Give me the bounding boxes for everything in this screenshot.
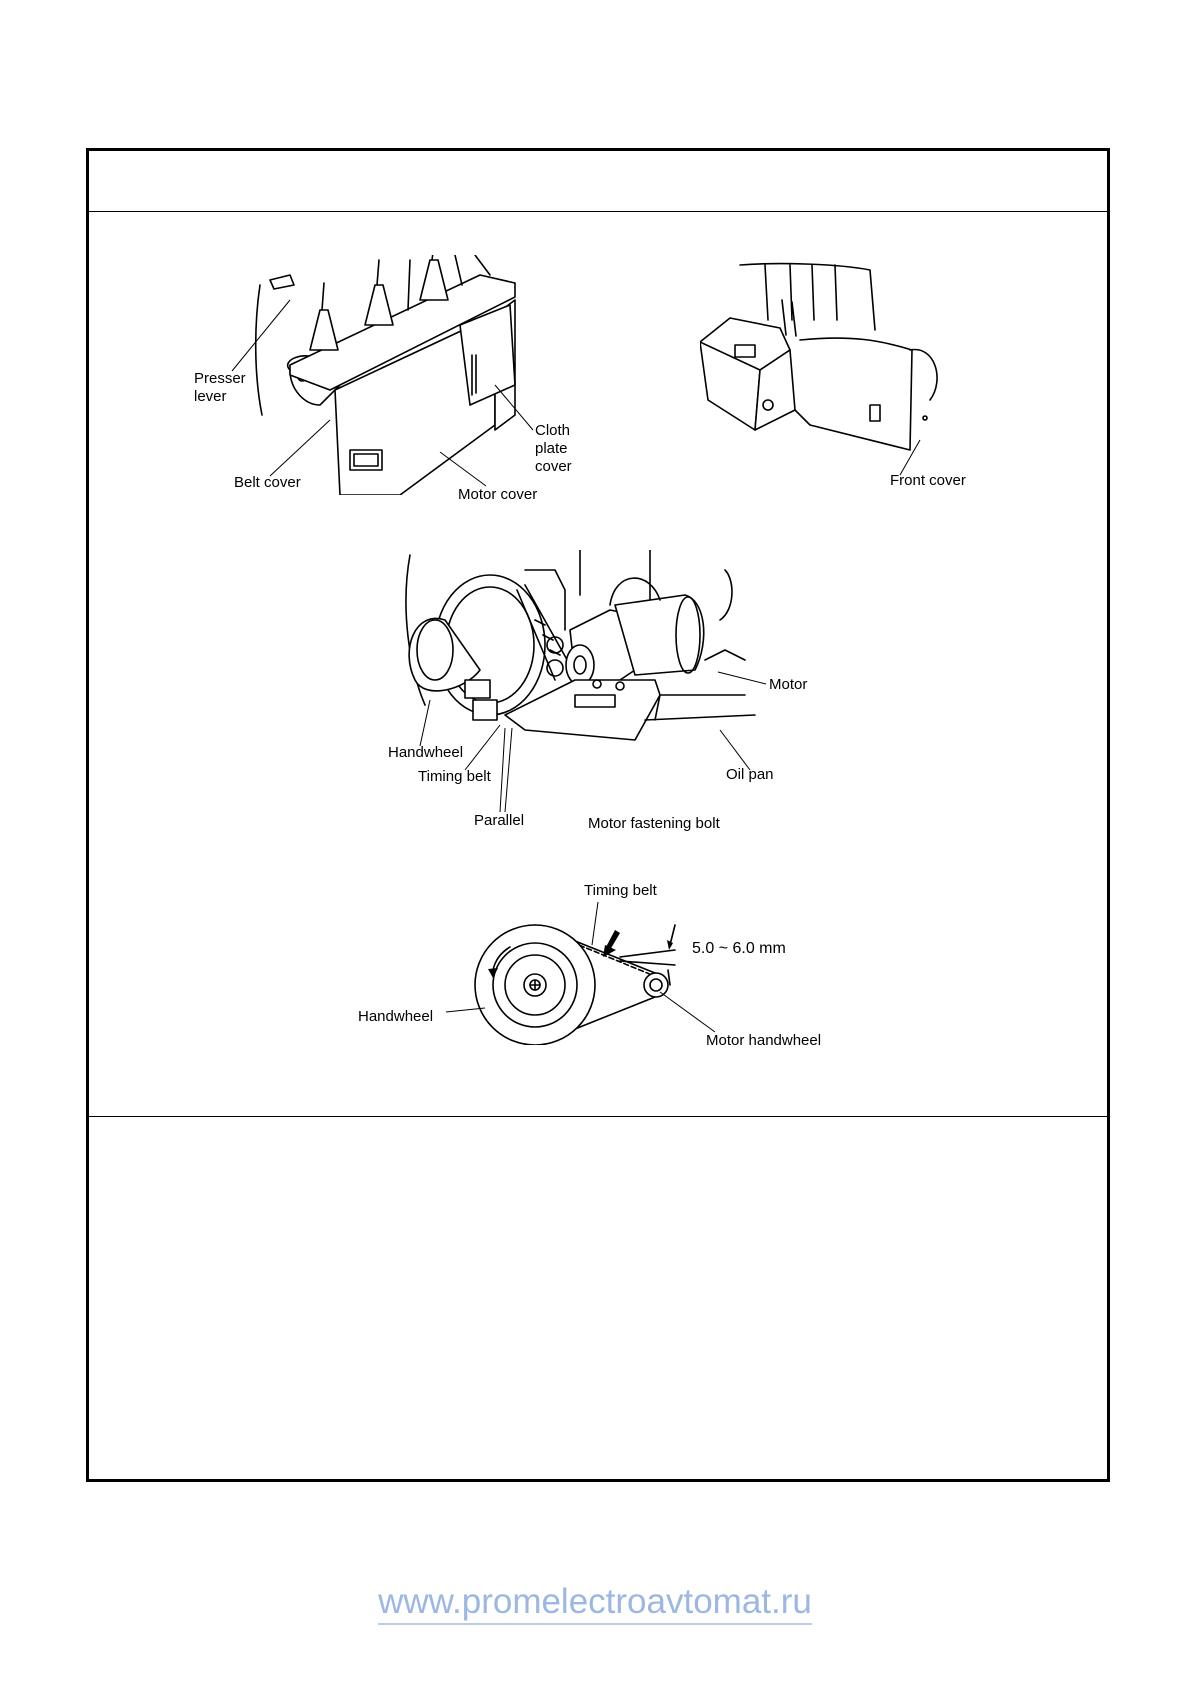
footer: www.promelectroavtomat.ru (0, 1582, 1190, 1622)
label-front-cover: Front cover (890, 472, 966, 490)
footer-url-link[interactable]: www.promelectroavtomat.ru (378, 1582, 812, 1625)
body-divider (89, 1116, 1107, 1117)
label-deflection: 5.0 ~ 6.0 mm (692, 940, 786, 958)
label-oil-pan: Oil pan (726, 766, 774, 784)
belt-tension-diagram (460, 895, 690, 1045)
covers-illustration (250, 255, 580, 495)
label-parallel: Parallel (474, 812, 524, 830)
label-handwheel-bottom: Handwheel (358, 1008, 433, 1026)
label-timing-belt-middle: Timing belt (418, 768, 491, 786)
front-cover-illustration (700, 260, 950, 460)
label-motor-handwheel: Motor handwheel (706, 1032, 821, 1050)
header-divider (89, 211, 1107, 212)
label-handwheel-middle: Handwheel (388, 744, 463, 762)
motor-assembly-illustration (405, 550, 765, 800)
label-motor-fastening-bolt: Motor fastening bolt (588, 815, 720, 833)
label-motor-cover: Motor cover (458, 486, 537, 504)
label-timing-belt-bottom: Timing belt (584, 882, 657, 900)
label-belt-cover: Belt cover (234, 474, 301, 492)
label-motor: Motor (769, 676, 807, 694)
